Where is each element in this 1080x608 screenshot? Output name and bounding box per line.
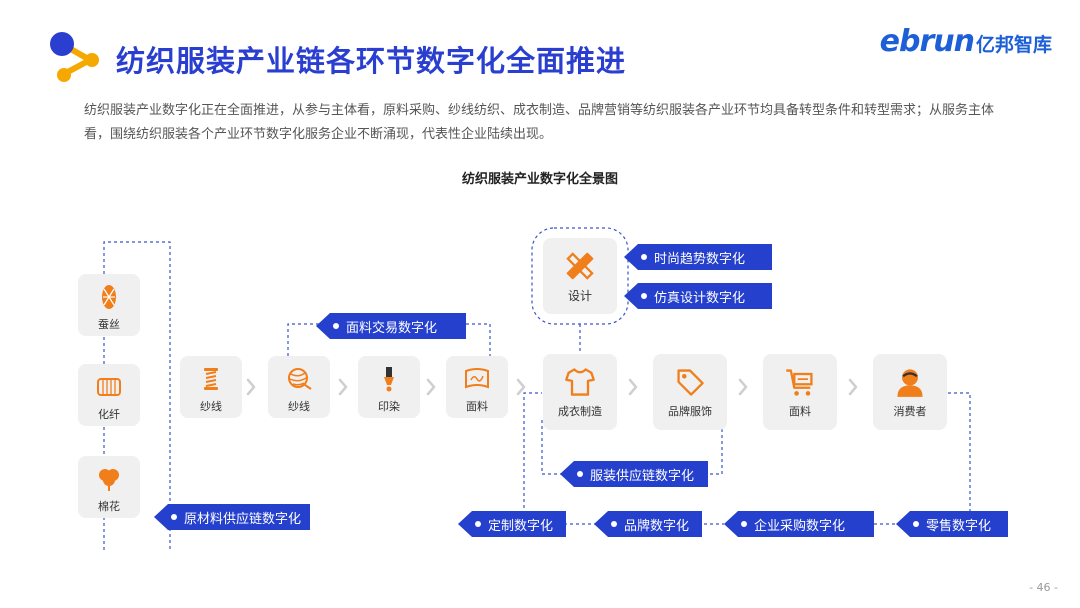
tag-retail-digitalization: 零售数字化 (896, 511, 1008, 537)
node-chemical-fiber: 化纤 (78, 364, 140, 426)
ruler-pencil-icon (566, 252, 594, 280)
tag-fashion-trend: 时尚趋势数字化 (624, 244, 772, 270)
cotton-plant-icon (99, 469, 119, 491)
page-title: 纺织服装产业链各环节数字化全面推进 (116, 44, 627, 78)
node-label: 品牌服饰 (668, 405, 712, 418)
node-label: 设计 (567, 289, 592, 303)
brand-logo-cn: 亿邦智库 (975, 34, 1052, 56)
yarn-spool-icon (204, 368, 218, 390)
node-silk: 蚕丝 (78, 274, 140, 336)
node-label: 蚕丝 (98, 318, 120, 331)
tag-brand-digitalization: 品牌数字化 (594, 511, 702, 537)
silk-spool-icon (102, 285, 116, 309)
dye-drop-icon (384, 367, 394, 392)
node-fabric-1: 面料 (446, 356, 508, 418)
brand-logo: ebrun 亿邦智库 (880, 24, 1052, 59)
tag-enterprise-procurement: 企业采购数字化 (724, 511, 874, 537)
node-label: 棉花 (98, 500, 120, 513)
tag-raw-material-supply-chain: 原材料供应链数字化 (154, 504, 310, 530)
tag-customization: 定制数字化 (458, 511, 566, 537)
node-label: 纱线 (200, 400, 222, 413)
node-consumer: 消费者 (873, 354, 947, 430)
tshirt-icon (565, 368, 595, 396)
molecule-logo-icon (50, 32, 99, 82)
node-cotton: 棉花 (78, 456, 140, 518)
node-label: 纱线 (288, 400, 310, 413)
shopping-cart-icon (786, 369, 813, 396)
fiber-roll-icon (97, 378, 121, 396)
price-tag-icon (677, 369, 704, 396)
node-yarn-2: 纱线 (268, 356, 330, 418)
node-design: 设计 (543, 238, 617, 314)
user-icon (897, 369, 923, 397)
diagram-title: 纺织服装产业数字化全景图 (461, 172, 618, 187)
node-yarn-1: 纱线 (180, 356, 242, 418)
node-brand-apparel: 品牌服饰 (653, 354, 727, 430)
tag-fabric-trade: 面料交易数字化 (316, 313, 466, 339)
node-label: 印染 (378, 400, 400, 413)
intro-paragraph: 纺织服装产业数字化正在全面推进，从参与主体看，原料采购、纱线纺织、成衣制造、品牌… (84, 103, 995, 142)
node-fabric-2: 面料 (763, 354, 837, 430)
brand-logo-en: ebrun (879, 24, 975, 59)
node-label: 面料 (789, 405, 811, 418)
fabric-swatch-icon (465, 368, 489, 389)
node-label: 消费者 (893, 405, 927, 418)
node-label: 面料 (466, 400, 488, 413)
tag-apparel-supply-chain: 服装供应链数字化 (560, 461, 708, 487)
node-label: 成衣制造 (558, 405, 602, 418)
page-number: - 46 - (1029, 581, 1058, 594)
node-dyeing: 印染 (358, 356, 420, 418)
node-label: 化纤 (98, 408, 120, 421)
yarn-ball-icon (288, 368, 312, 390)
node-garment-manufacturing: 成衣制造 (543, 354, 617, 430)
tag-simulation-design: 仿真设计数字化 (624, 283, 772, 309)
